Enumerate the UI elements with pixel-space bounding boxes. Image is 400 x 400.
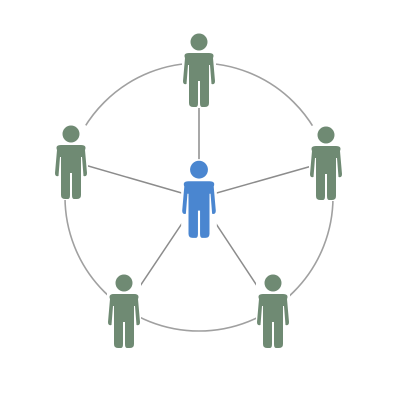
person-icon-node-4 — [108, 274, 140, 348]
person-icon-node-5 — [55, 125, 87, 199]
people-layer — [54, 32, 343, 349]
person-body — [183, 53, 215, 107]
spoke-line-5 — [70, 160, 200, 199]
person-head — [264, 274, 282, 292]
person-body — [182, 181, 216, 238]
person-body — [108, 294, 140, 348]
person-icon-node-1 — [183, 33, 215, 107]
person-body — [55, 145, 87, 199]
person-head — [190, 160, 208, 179]
person-icon-node-2 — [310, 126, 342, 200]
person-head — [115, 274, 133, 292]
person-icon-node-3 — [257, 274, 289, 348]
person-head — [62, 125, 80, 143]
spoke-line-2 — [198, 161, 327, 199]
person-body — [310, 146, 342, 200]
person-head — [190, 33, 208, 51]
person-head — [317, 126, 335, 144]
person-icon-hub — [182, 160, 216, 238]
person-body — [257, 294, 289, 348]
